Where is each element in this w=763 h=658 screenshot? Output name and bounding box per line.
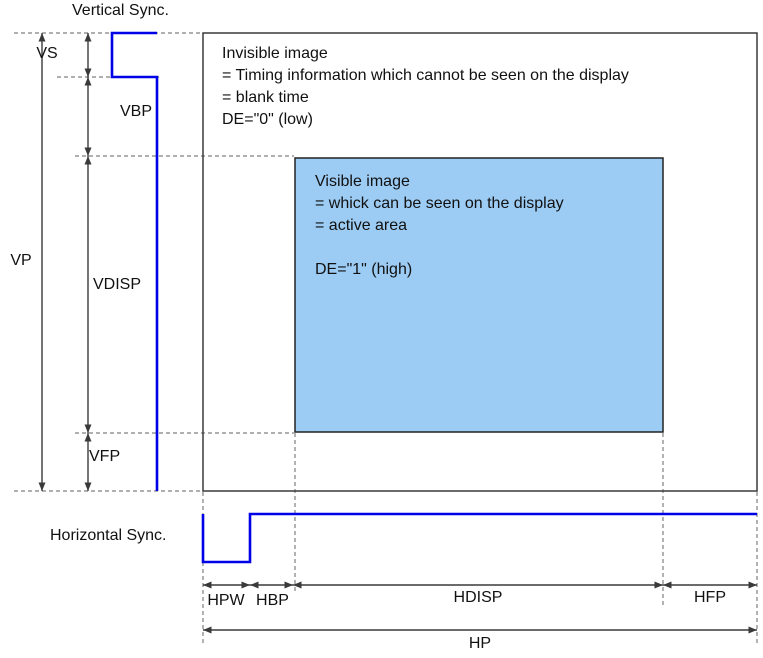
- visible-image-line3: = active area: [315, 217, 408, 234]
- vs-label: VS: [36, 45, 58, 62]
- vp-label: VP: [10, 252, 32, 269]
- horizontal-sync-waveform: [201, 512, 757, 564]
- vdisp-label: VDISP: [93, 276, 142, 293]
- invisible-image-line4: DE="0" (low): [222, 111, 313, 128]
- vertical-sync-waveform: [110, 31, 159, 491]
- visible-image-line1: Visible image: [315, 173, 410, 190]
- invisible-image-line2: = Timing information which cannot be see…: [222, 67, 629, 84]
- hdisp-label: HDISP: [453, 589, 503, 606]
- invisible-image-line3: = blank time: [222, 89, 309, 106]
- visible-image-line2: = whick can be seen on the display: [315, 195, 564, 212]
- visible-image-line4: DE="1" (high): [315, 261, 413, 278]
- visible-image-text: Visible image = whick can be seen on the…: [315, 171, 564, 281]
- invisible-image-line1: Invisible image: [222, 45, 328, 62]
- vertical-sync-title: Vertical Sync.: [72, 2, 169, 19]
- frame-box: [202, 32, 758, 492]
- dimension-arrows: [38, 33, 757, 634]
- vfp-label: VFP: [89, 448, 121, 465]
- hbp-label: HBP: [256, 592, 289, 609]
- hpw-label: HPW: [207, 592, 245, 609]
- hfp-label: HFP: [694, 589, 726, 606]
- horizontal-sync-title: Horizontal Sync.: [50, 527, 167, 544]
- active-area-box: [294, 157, 664, 433]
- hp-label: HP: [468, 635, 492, 652]
- invisible-image-text: Invisible image = Timing information whi…: [222, 43, 629, 131]
- vbp-label: VBP: [119, 103, 152, 120]
